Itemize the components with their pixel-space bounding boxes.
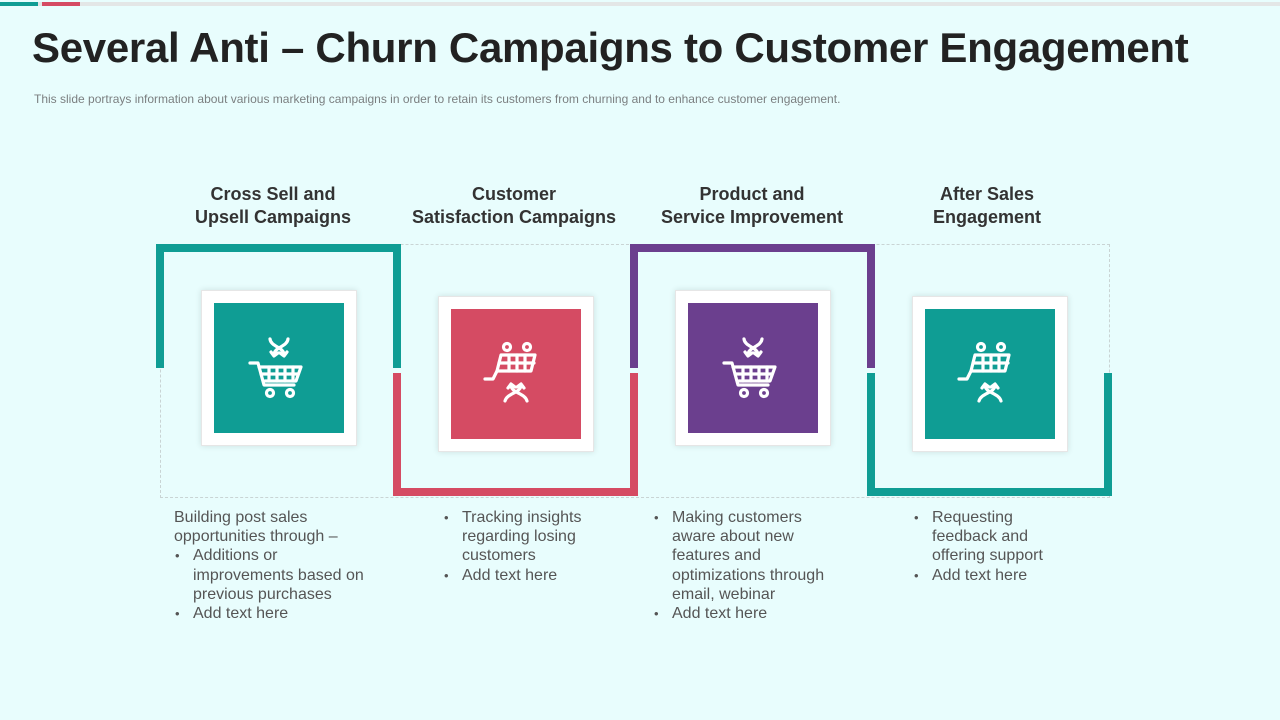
shopping-cart-arrows-icon xyxy=(722,337,777,399)
heading-line: Cross Sell and xyxy=(210,184,336,204)
heading-line: Product and xyxy=(699,184,805,204)
bullet-line: feedback and xyxy=(932,528,1029,546)
bullet-line: Add text here xyxy=(462,566,558,584)
bullet-line: Add text here xyxy=(193,605,289,623)
description-after-sales: Requesting feedback and offering support… xyxy=(913,508,1103,585)
accent-segment-red xyxy=(42,2,80,6)
list-item: Tracking insights regarding losing custo… xyxy=(443,508,633,566)
description-customer-satisfaction: Tracking insights regarding losing custo… xyxy=(443,508,633,585)
bullet-line: Add text here xyxy=(672,605,768,623)
list-item: Making customers aware about new feature… xyxy=(653,508,853,604)
icon-tile-purple xyxy=(688,303,818,433)
icon-frame-product-service xyxy=(675,290,831,446)
bullet-line: regarding losing xyxy=(462,528,576,546)
icon-frame-customer-satisfaction xyxy=(438,296,594,452)
slide-subtitle: This slide portrays information about va… xyxy=(34,92,841,106)
bullet-line: email, webinar xyxy=(672,585,776,603)
description-product-service: Making customers aware about new feature… xyxy=(653,508,853,623)
bullet-line: Add text here xyxy=(932,566,1028,584)
icon-frame-after-sales xyxy=(912,296,1068,452)
slide-title: Several Anti – Churn Campaigns to Custom… xyxy=(32,24,1189,71)
cart-arrows-up-icon xyxy=(957,341,1011,403)
cart-arrows-up-icon xyxy=(483,341,537,403)
heading-line: Upsell Campaigns xyxy=(194,207,352,227)
bullet-list: Tracking insights regarding losing custo… xyxy=(443,508,633,585)
bullet-line: optimizations through xyxy=(672,566,825,584)
icon-tile-teal xyxy=(925,309,1055,439)
list-item: Add text here xyxy=(913,566,1103,585)
bullet-line: aware about new xyxy=(672,528,794,546)
list-item: Additions or improvements based on previ… xyxy=(174,546,384,604)
icon-tile-teal xyxy=(214,303,344,433)
icon-frame-cross-sell xyxy=(201,290,357,446)
bullet-line: offering support xyxy=(932,547,1043,565)
list-item: Requesting feedback and offering support xyxy=(913,508,1103,566)
heading-product-service: Product and Service Improvement xyxy=(632,183,872,229)
heading-cross-sell: Cross Sell and Upsell Campaigns xyxy=(153,183,393,229)
bullet-line: Additions or xyxy=(193,547,278,565)
list-item: Add text here xyxy=(653,604,853,623)
bullet-list: Requesting feedback and offering support… xyxy=(913,508,1103,585)
connector-red xyxy=(393,373,638,496)
bullet-line: Requesting xyxy=(932,509,1013,526)
description-cross-sell: Building post sales opportunities throug… xyxy=(174,508,384,623)
accent-segment-teal xyxy=(0,2,38,6)
connector-purple xyxy=(630,244,875,368)
bullet-line: features and xyxy=(672,547,761,565)
heading-line: Customer xyxy=(471,184,556,204)
bullet-list: Additions or improvements based on previ… xyxy=(174,546,384,623)
heading-customer-satisfaction: Customer Satisfaction Campaigns xyxy=(394,183,634,229)
bullet-line: customers xyxy=(462,547,536,565)
bullet-line: Making customers xyxy=(672,509,802,526)
connector-teal-2 xyxy=(867,373,1112,496)
bullet-line: previous purchases xyxy=(193,585,332,603)
heading-line: After Sales xyxy=(939,184,1035,204)
heading-line: Engagement xyxy=(932,207,1042,227)
heading-line: Service Improvement xyxy=(660,207,844,227)
list-item: Add text here xyxy=(174,604,384,623)
list-item: Add text here xyxy=(443,566,633,585)
top-accent-bar xyxy=(0,2,1280,6)
heading-after-sales: After Sales Engagement xyxy=(867,183,1107,229)
bullet-line: improvements based on xyxy=(193,566,364,584)
intro-text: Building post sales xyxy=(174,509,308,526)
connector-teal-1 xyxy=(156,244,401,368)
shopping-cart-arrows-icon xyxy=(248,337,303,399)
bullet-list: Making customers aware about new feature… xyxy=(653,508,853,623)
icon-tile-red xyxy=(451,309,581,439)
bullet-line: Tracking insights xyxy=(462,509,582,526)
intro-text: opportunities through – xyxy=(174,528,338,546)
heading-line: Satisfaction Campaigns xyxy=(411,207,617,227)
